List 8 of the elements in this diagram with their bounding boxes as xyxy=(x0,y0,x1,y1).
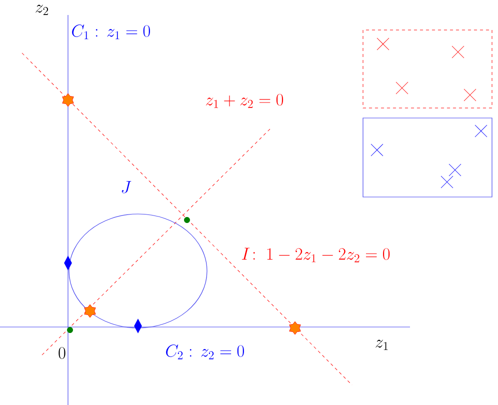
math-label: $z_1$ xyxy=(376,340,388,350)
math-label: $I\!:\; 1 - 2z_1 - 2z_2 = 0$ xyxy=(242,248,390,262)
math-label: $J$ xyxy=(122,181,132,194)
math-label: $z_2$ xyxy=(36,4,48,16)
math-label: $C_1 :\, z_1 = 0$ xyxy=(72,24,150,40)
math-label: $C_2 :\, z_2 = 0$ xyxy=(166,344,244,360)
math-label: $z_1 + z_2 = 0$ xyxy=(206,94,284,108)
math-label: $0$ xyxy=(58,347,66,359)
